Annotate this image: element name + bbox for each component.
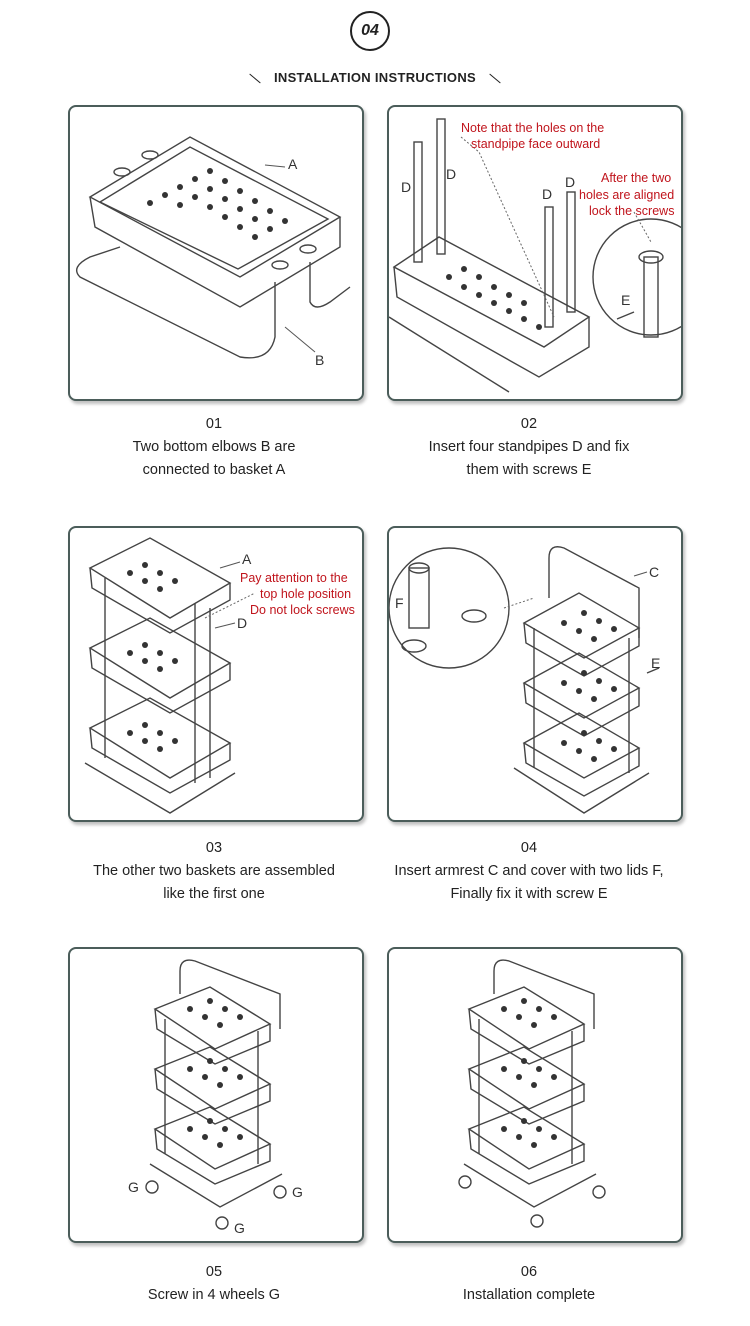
heading-title: INSTALLATION INSTRUCTIONS (273, 70, 476, 85)
note-top-hole-3: Do not lock screws (250, 603, 355, 617)
label-d: D (237, 615, 247, 631)
label-f: F (395, 595, 404, 611)
standpipe-drawing: DD DD E Note that the holes on the stand… (389, 118, 681, 393)
label-b: B (315, 352, 324, 368)
label-a: A (288, 156, 298, 172)
step-04-number: 04 (520, 840, 538, 856)
section-heading: INSTALLATION INSTRUCTIONS (0, 70, 750, 85)
note-top-hole-1: Pay attention to the (240, 571, 348, 585)
wheels-drawing: G G G (128, 959, 303, 1236)
step-04-line2: Finally fix it with screw E (450, 886, 608, 902)
label-c: C (649, 564, 659, 580)
step-03-caption: 03 The other two baskets are assembled l… (49, 837, 379, 906)
label-a: A (242, 551, 252, 567)
step-02-number: 02 (520, 416, 538, 432)
label-g-front: G (234, 1220, 245, 1236)
step-03-illustration: A D Pay attention to the top hole positi… (68, 526, 364, 822)
step-06-illustration (387, 947, 683, 1243)
step-02-line1: Insert four standpipes D and fix (428, 439, 630, 455)
svg-text:D: D (401, 179, 411, 195)
step-05-line1: Screw in 4 wheels G (147, 1287, 281, 1303)
step-01-line1: Two bottom elbows B are (132, 439, 296, 455)
basket-elbow-drawing: A B (76, 136, 351, 368)
note-align-holes-2: holes are aligned (579, 188, 674, 202)
step-01-number: 01 (205, 416, 223, 432)
step-01-line2: connected to basket A (142, 462, 286, 478)
armrest-lid-drawing: F C E (389, 546, 660, 814)
step-04-caption: 04 Insert armrest C and cover with two l… (364, 837, 694, 906)
step-06-line1: Installation complete (462, 1287, 596, 1303)
note-holes-face-outward-1: Note that the holes on the (461, 121, 604, 135)
note-holes-face-outward-2: standpipe face outward (471, 137, 600, 151)
svg-text:D: D (542, 186, 552, 202)
label-e: E (651, 655, 660, 671)
step-06-caption: 06 Installation complete (364, 1261, 694, 1307)
step-01-illustration: A B (68, 105, 364, 401)
heading-right-slash (489, 73, 501, 84)
step-05-caption: 05 Screw in 4 wheels G (49, 1261, 379, 1307)
step-06-number: 06 (520, 1264, 538, 1280)
svg-text:D: D (446, 166, 456, 182)
step-03-line2: like the first one (163, 886, 265, 902)
label-e: E (621, 292, 630, 308)
note-align-holes-3: lock the screws (589, 204, 674, 218)
note-align-holes-1: After the two (601, 171, 671, 185)
svg-text:D: D (565, 174, 575, 190)
step-02-caption: 02 Insert four standpipes D and fix them… (364, 413, 694, 482)
label-g-left: G (128, 1179, 139, 1195)
step-05-number: 05 (205, 1264, 223, 1280)
step-04-line1: Insert armrest C and cover with two lids… (394, 863, 664, 879)
step-01-caption: 01 Two bottom elbows B are connected to … (49, 413, 379, 482)
completed-cart-drawing (458, 959, 606, 1228)
note-top-hole-2: top hole position (260, 587, 351, 601)
step-03-number: 03 (205, 840, 223, 856)
heading-left-slash (249, 73, 261, 84)
step-02-line2: them with screws E (466, 462, 592, 478)
label-g-right: G (292, 1184, 303, 1200)
step-05-illustration: G G G (68, 947, 364, 1243)
step-04-illustration: F C E (387, 526, 683, 822)
three-basket-drawing: A D Pay attention to the top hole positi… (84, 537, 355, 814)
step-03-line1: The other two baskets are assembled (93, 863, 335, 879)
step-number-badge: 04 (350, 11, 390, 51)
